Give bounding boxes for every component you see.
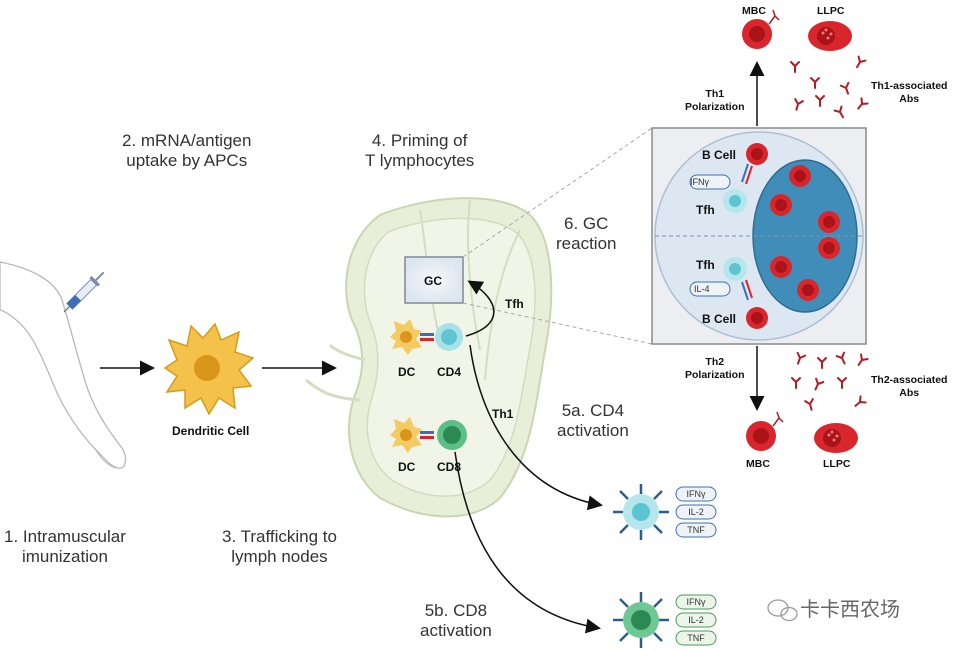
syringe-icon [63,271,105,313]
watermark-text: 卡卡西农场 [800,599,900,621]
dc-label-top: DC [398,365,416,379]
dc-cd8-synapse [390,417,467,453]
gc-b-cells [770,165,840,301]
cd8-il2: IL-2 [688,615,704,625]
cd4-cytokines [675,486,717,538]
cd4-il2: IL-2 [688,507,704,517]
th1-antibodies [790,55,869,119]
tfh-label-top: Tfh [696,203,715,217]
dc-label-bottom: DC [398,460,416,474]
mbc-top [742,9,780,49]
llpc-top [808,21,852,51]
cd8-cytokines [675,594,717,646]
cd4-tnf: TNF [687,525,705,535]
llpc-label-top: LLPC [817,5,845,17]
bcell-label-top: B Cell [702,148,737,162]
mbc-bottom [746,411,784,451]
cd4-label: CD4 [437,365,462,379]
activated-cd4-cell [613,484,669,540]
th1-arrow-label: Th1 [492,407,514,421]
gc-bcell-tfh-top [723,143,768,213]
arm-illustration [0,261,127,469]
gc-bcell-tfh-bottom [723,257,768,329]
mbc-label-top: MBC [742,5,766,17]
gc-label: GC [424,274,442,288]
llpc-bottom [814,423,858,453]
activated-cd8-cell [613,592,669,648]
wechat-logo-icon [767,599,798,622]
tfh-arrow-label: Tfh [505,297,524,311]
dc-cd4-synapse [390,319,463,355]
bcell-label-bottom: B Cell [702,312,737,326]
cd8-label: CD8 [437,460,462,474]
cd8-tnf: TNF [687,633,705,643]
gc-box [404,256,464,304]
cd4-ifng: IFNγ [686,489,706,499]
llpc-label-bottom: LLPC [823,458,851,470]
dendritic-cell-large [163,322,255,416]
dendritic-cell-label: Dendritic Cell [172,424,250,438]
mbc-label-bottom: MBC [746,458,770,470]
tfh-label-bottom: Tfh [696,258,715,272]
cd8-ifng: IFNγ [686,597,706,607]
th2-antibodies [791,351,869,411]
lymph-node [305,197,553,518]
